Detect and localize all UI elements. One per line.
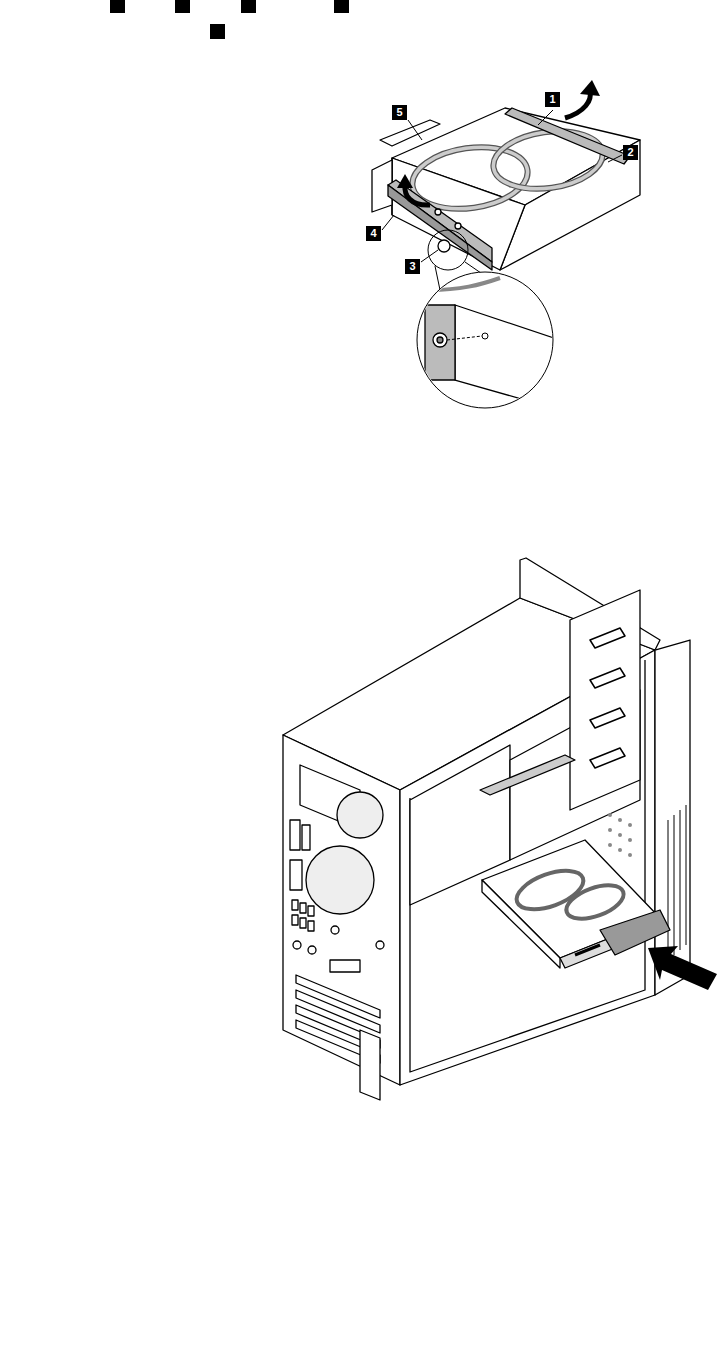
callout-number: 2 [623,145,638,160]
callout-number: 4 [366,226,381,241]
callout-number: 3 [405,259,420,274]
drive-bracket-figure [372,80,640,410]
callout-number: 5 [392,105,407,120]
callout-number: 1 [545,92,560,107]
computer-chassis [283,558,717,1100]
cut-callout-squares [110,0,349,39]
